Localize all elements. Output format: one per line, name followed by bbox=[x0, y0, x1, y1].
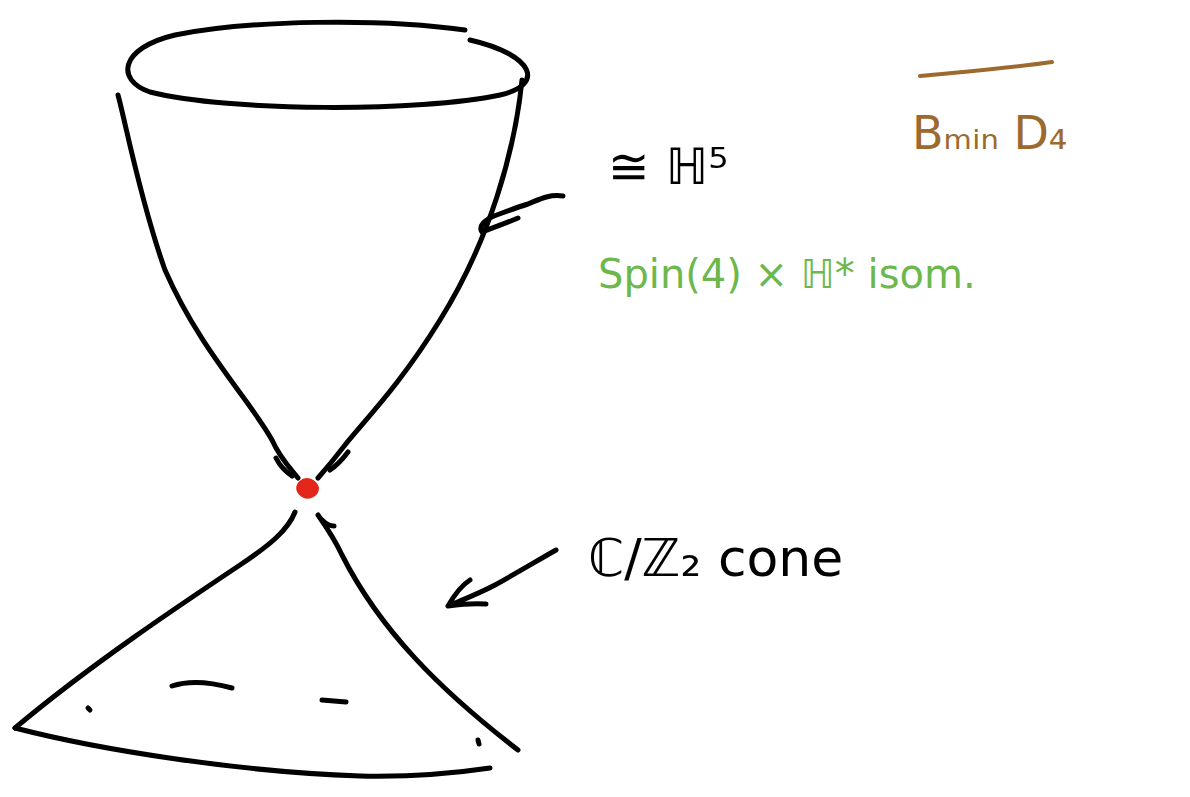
singular-point bbox=[297, 479, 318, 497]
space-label: ≅ ℍ⁵ bbox=[608, 140, 728, 195]
lower-cone-left bbox=[15, 512, 295, 728]
surface-mark bbox=[322, 700, 346, 702]
lower-cone-right bbox=[318, 515, 518, 750]
moduli-label: Bₘᵢₙ D₄ bbox=[912, 108, 1067, 159]
isometry-label: Spin(4) × ℍ* isom. bbox=[598, 252, 976, 296]
cone-label: ℂ/ℤ₂ cone bbox=[588, 530, 843, 587]
cone-rim bbox=[128, 22, 528, 107]
upper-cone-right bbox=[318, 80, 522, 478]
neck-stroke bbox=[322, 520, 334, 526]
lower-cone-base bbox=[15, 728, 490, 776]
surface-mark bbox=[478, 740, 479, 744]
pointer-arrow bbox=[448, 550, 556, 606]
neck-stroke bbox=[276, 458, 292, 476]
overline-stroke bbox=[920, 62, 1052, 76]
neck-stroke bbox=[330, 452, 348, 470]
pointer-arrow bbox=[481, 196, 563, 232]
upper-cone-left bbox=[118, 95, 298, 478]
surface-mark bbox=[88, 708, 90, 710]
surface-mark bbox=[172, 682, 232, 688]
